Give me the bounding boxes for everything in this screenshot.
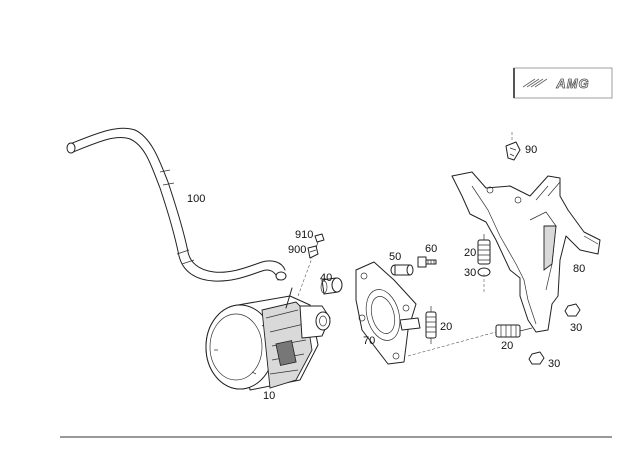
mount-lower-20 <box>425 306 437 344</box>
leader-lines <box>297 130 513 297</box>
callout-10: 10 <box>263 390 275 402</box>
screw-60 <box>417 256 437 268</box>
callout-900: 900 <box>288 244 306 256</box>
callout-30-upper: 30 <box>464 267 476 279</box>
bracket-80 <box>451 171 601 333</box>
hose-100 <box>66 127 287 282</box>
callout-40: 40 <box>320 272 332 284</box>
amg-logo: AMG <box>513 67 613 99</box>
screw-50 <box>390 264 414 276</box>
nut-bottom-30 <box>528 351 545 365</box>
mount-upper-20 <box>477 234 491 277</box>
callout-30-right: 30 <box>570 322 582 334</box>
callout-50: 50 <box>389 251 401 263</box>
clip-900 <box>307 245 319 259</box>
callout-70: 70 <box>363 335 375 347</box>
clip-90 <box>505 141 521 161</box>
callout-20-bottom: 20 <box>501 340 513 352</box>
callout-100: 100 <box>187 193 205 205</box>
callout-30-bottom: 30 <box>548 358 560 370</box>
mount-bottom-20 <box>407 324 533 357</box>
callout-80: 80 <box>573 263 585 275</box>
callout-20-lower: 20 <box>440 321 452 333</box>
gasket-70 <box>355 261 421 365</box>
nut-right-30 <box>564 303 581 317</box>
callout-20-upper: 20 <box>464 247 476 259</box>
air-pump-10 <box>205 287 331 391</box>
plug-40 <box>320 277 343 295</box>
callout-90: 90 <box>525 144 537 156</box>
amg-logo-text: AMG <box>555 76 589 91</box>
callout-60: 60 <box>425 243 437 255</box>
callout-910: 910 <box>295 229 313 241</box>
